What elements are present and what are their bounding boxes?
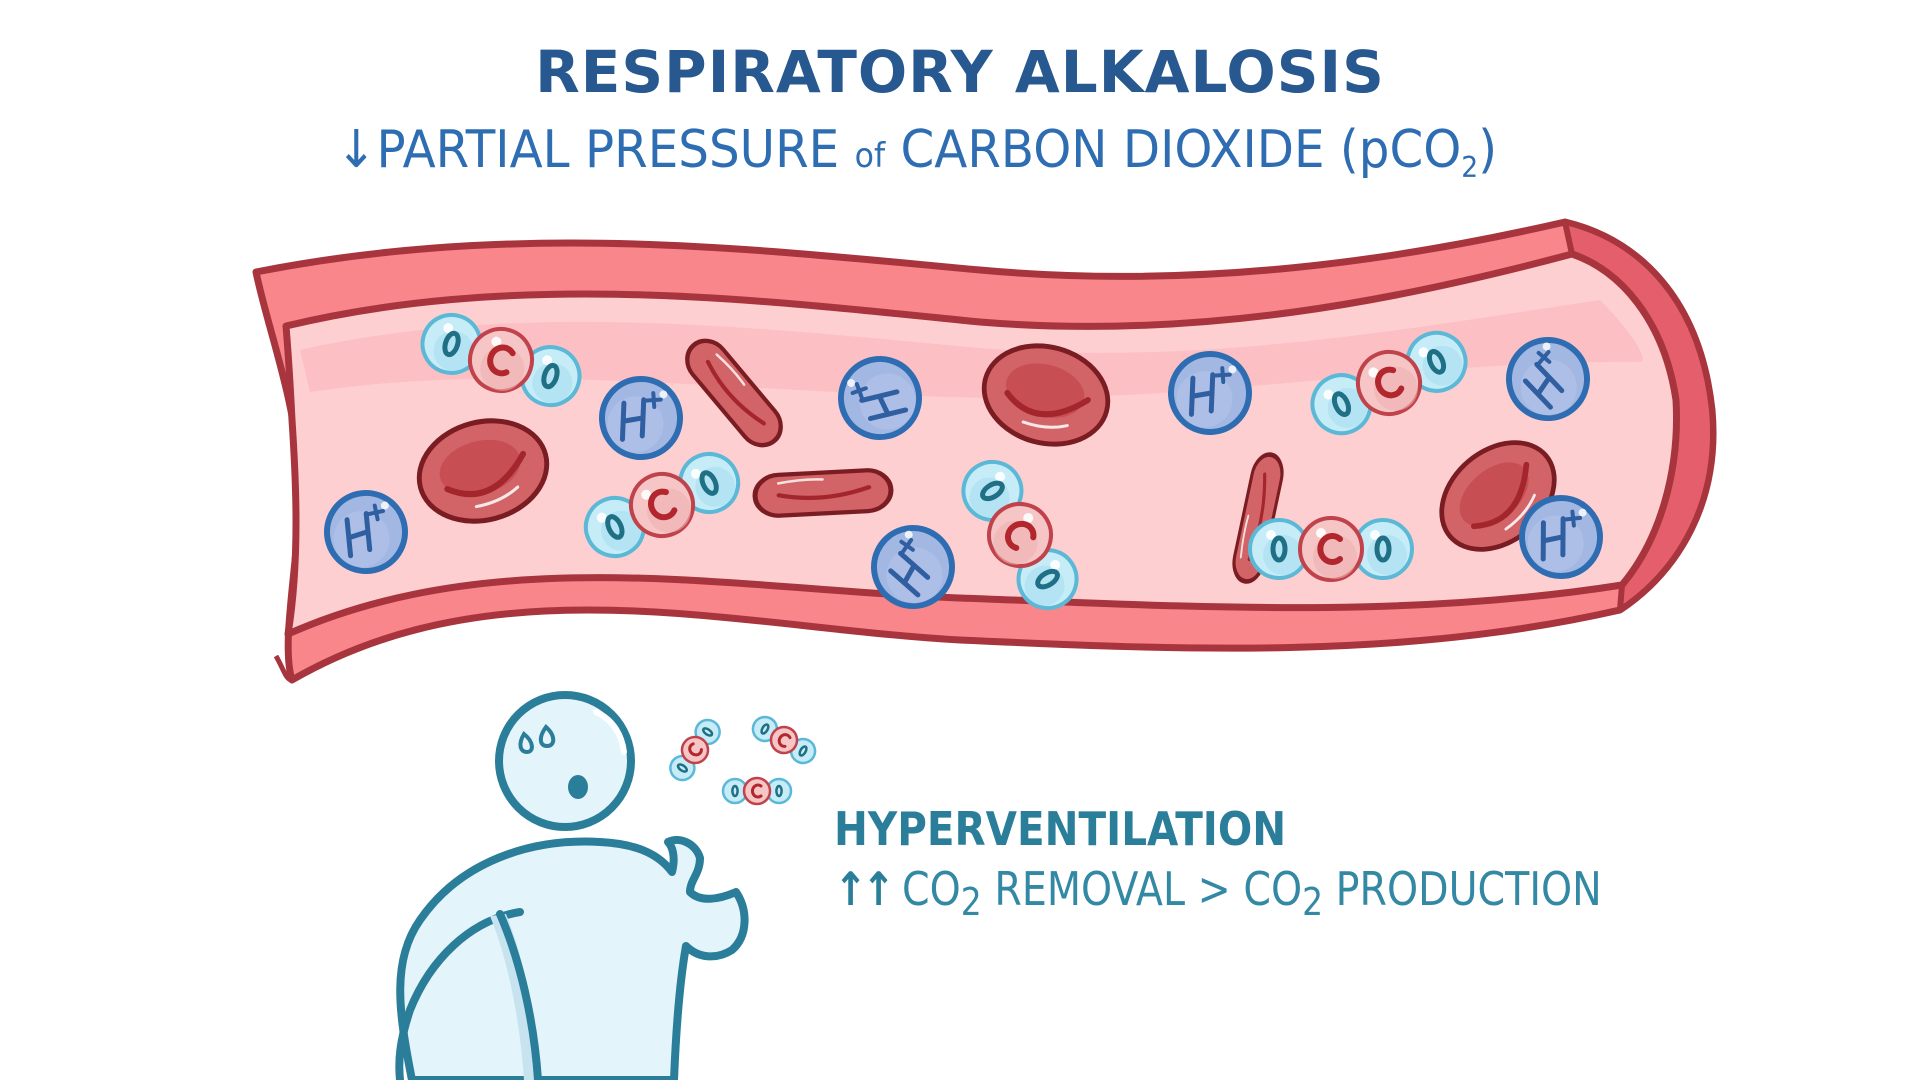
subtitle-subscript: 2 — [1461, 150, 1479, 184]
caption-production: PRODUCTION — [1323, 862, 1602, 916]
caption-line: ↑↑CO2 REMOVAL > CO2 PRODUCTION — [834, 862, 1602, 925]
caption-sub-a: 2 — [960, 880, 982, 926]
person-figure — [395, 691, 749, 1080]
page-title: RESPIRATORY ALKALOSIS — [535, 38, 1385, 106]
caption-removal: REMOVAL > — [981, 862, 1244, 916]
exhaled-co2-molecule — [665, 715, 725, 786]
exhaled-co2 — [665, 712, 820, 804]
hydrogen-ion — [599, 376, 682, 459]
exhaled-co2-molecule — [723, 778, 791, 804]
exhaled-co2-molecule — [748, 712, 820, 769]
subtitle-text-before: PARTIAL PRESSURE — [376, 120, 855, 180]
subtitle-close-paren: ) — [1478, 120, 1498, 180]
subtitle-text-after: CARBON DIOXIDE (pCO — [885, 120, 1462, 180]
co2-molecule — [1250, 518, 1412, 580]
red-blood-cell — [754, 469, 892, 517]
subtitle: ↓PARTIAL PRESSURE of CARBON DIOXIDE (pCO… — [336, 120, 1497, 184]
caption-co2-b: CO — [1243, 862, 1303, 916]
double-up-arrow-icon: ↑↑ — [834, 862, 895, 916]
caption-sub-b: 2 — [1302, 880, 1324, 926]
caption-heading: HYPERVENTILATION — [834, 802, 1287, 856]
hydrogen-ion — [1168, 351, 1251, 434]
down-arrow-icon: ↓ — [336, 120, 377, 180]
caption-co2-a: CO — [902, 862, 961, 916]
subtitle-of: of — [854, 136, 886, 176]
